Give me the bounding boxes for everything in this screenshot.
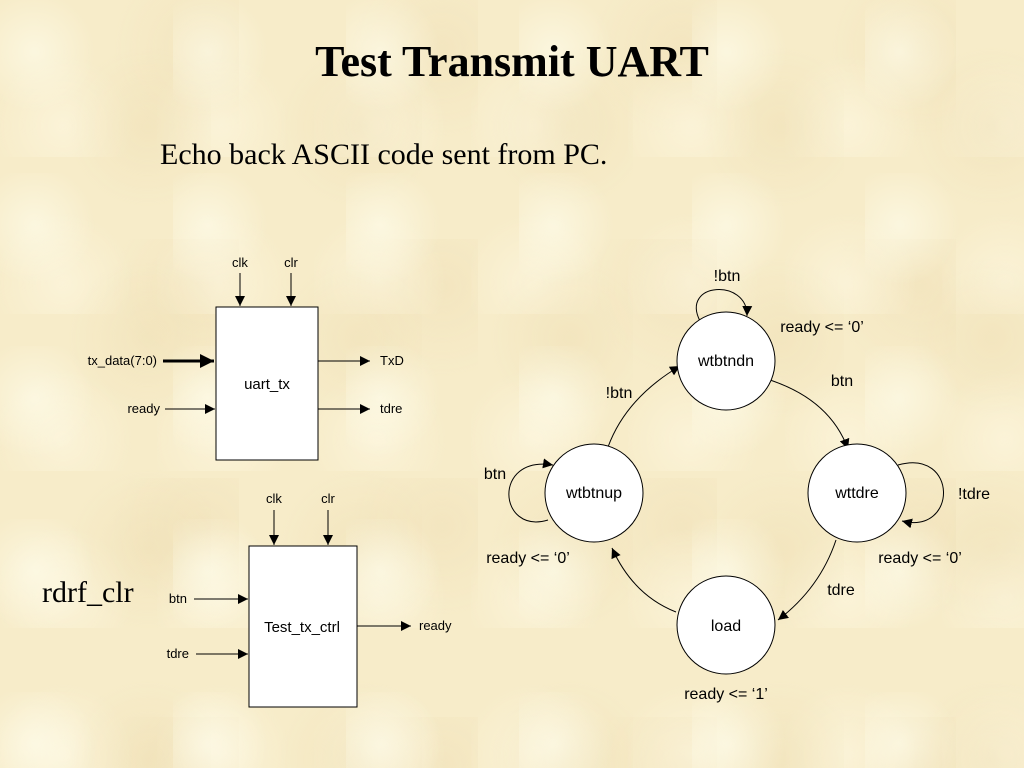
self-loop-wttdre (897, 462, 944, 529)
label-wtbtnup-self: btn (484, 466, 506, 483)
transition-load-to-wtbtnup (611, 547, 677, 613)
output-wttdre: ready <= ‘0’ (878, 550, 962, 567)
transition-wtbtndn-to-wttdre (769, 379, 850, 450)
label-wtbtndn-self: !btn (714, 268, 741, 285)
transition-wttdre-to-load (777, 539, 837, 621)
uart-tx-clk-label: clk (232, 255, 248, 270)
state-load (676, 575, 776, 675)
test-tx-ctrl-block: Test_tx_ctrl clk clr btn tdre ready (167, 491, 452, 708)
page-title: Test Transmit UART (315, 37, 709, 86)
state-machine: wtbtndn wtbtnup wttdre load !btn btn !td… (484, 268, 990, 703)
uart-tx-label: uart_tx (244, 376, 290, 393)
uart-tx-txd-label: TxD (380, 353, 404, 368)
uart-tx-clr-label: clr (284, 255, 298, 270)
uart-tx-box (215, 306, 319, 461)
uart-tx-tdre-label: tdre (380, 401, 402, 416)
test-tx-ctrl-clk-label: clk (266, 491, 282, 506)
output-wtbtndn: ready <= ‘0’ (780, 319, 864, 336)
self-loop-wtbtnup (508, 458, 554, 523)
label-wtbtndn-to-wttdre: btn (831, 373, 853, 390)
page-subtitle: Echo back ASCII code sent from PC. (160, 138, 608, 171)
label-wttdre-to-load: tdre (827, 582, 855, 599)
rdrf-clr-label: rdrf_clr (42, 576, 134, 609)
state-load-label: load (711, 618, 741, 635)
state-wtbtndn (676, 311, 776, 411)
uart-tx-ready-label: ready (127, 401, 160, 416)
uart-tx-data-label: tx_data(7:0) (88, 353, 157, 368)
test-tx-ctrl-btn-label: btn (169, 591, 187, 606)
state-wtbtndn-label: wtbtndn (697, 353, 754, 370)
uart-tx-block: uart_tx clk clr tx_data(7:0) ready TxD t… (88, 255, 404, 461)
self-loop-wtbtndn (695, 289, 753, 322)
test-tx-ctrl-tdre-label: tdre (167, 646, 189, 661)
state-wttdre-label: wttdre (834, 485, 879, 502)
test-tx-ctrl-clr-label: clr (321, 491, 335, 506)
output-wtbtnup: ready <= ‘0’ (486, 550, 570, 567)
test-tx-ctrl-ready-label: ready (419, 618, 452, 633)
transition-wtbtnup-to-wtbtndn (607, 365, 681, 448)
state-wttdre (807, 443, 907, 543)
test-tx-ctrl-label: Test_tx_ctrl (264, 619, 340, 636)
state-wtbtnup (544, 443, 644, 543)
output-load: ready <= ‘1’ (684, 686, 768, 703)
label-wtbtnup-to-wtbtndn: !btn (606, 385, 633, 402)
state-wtbtnup-label: wtbtnup (565, 485, 622, 502)
label-wttdre-self: !tdre (958, 486, 990, 503)
